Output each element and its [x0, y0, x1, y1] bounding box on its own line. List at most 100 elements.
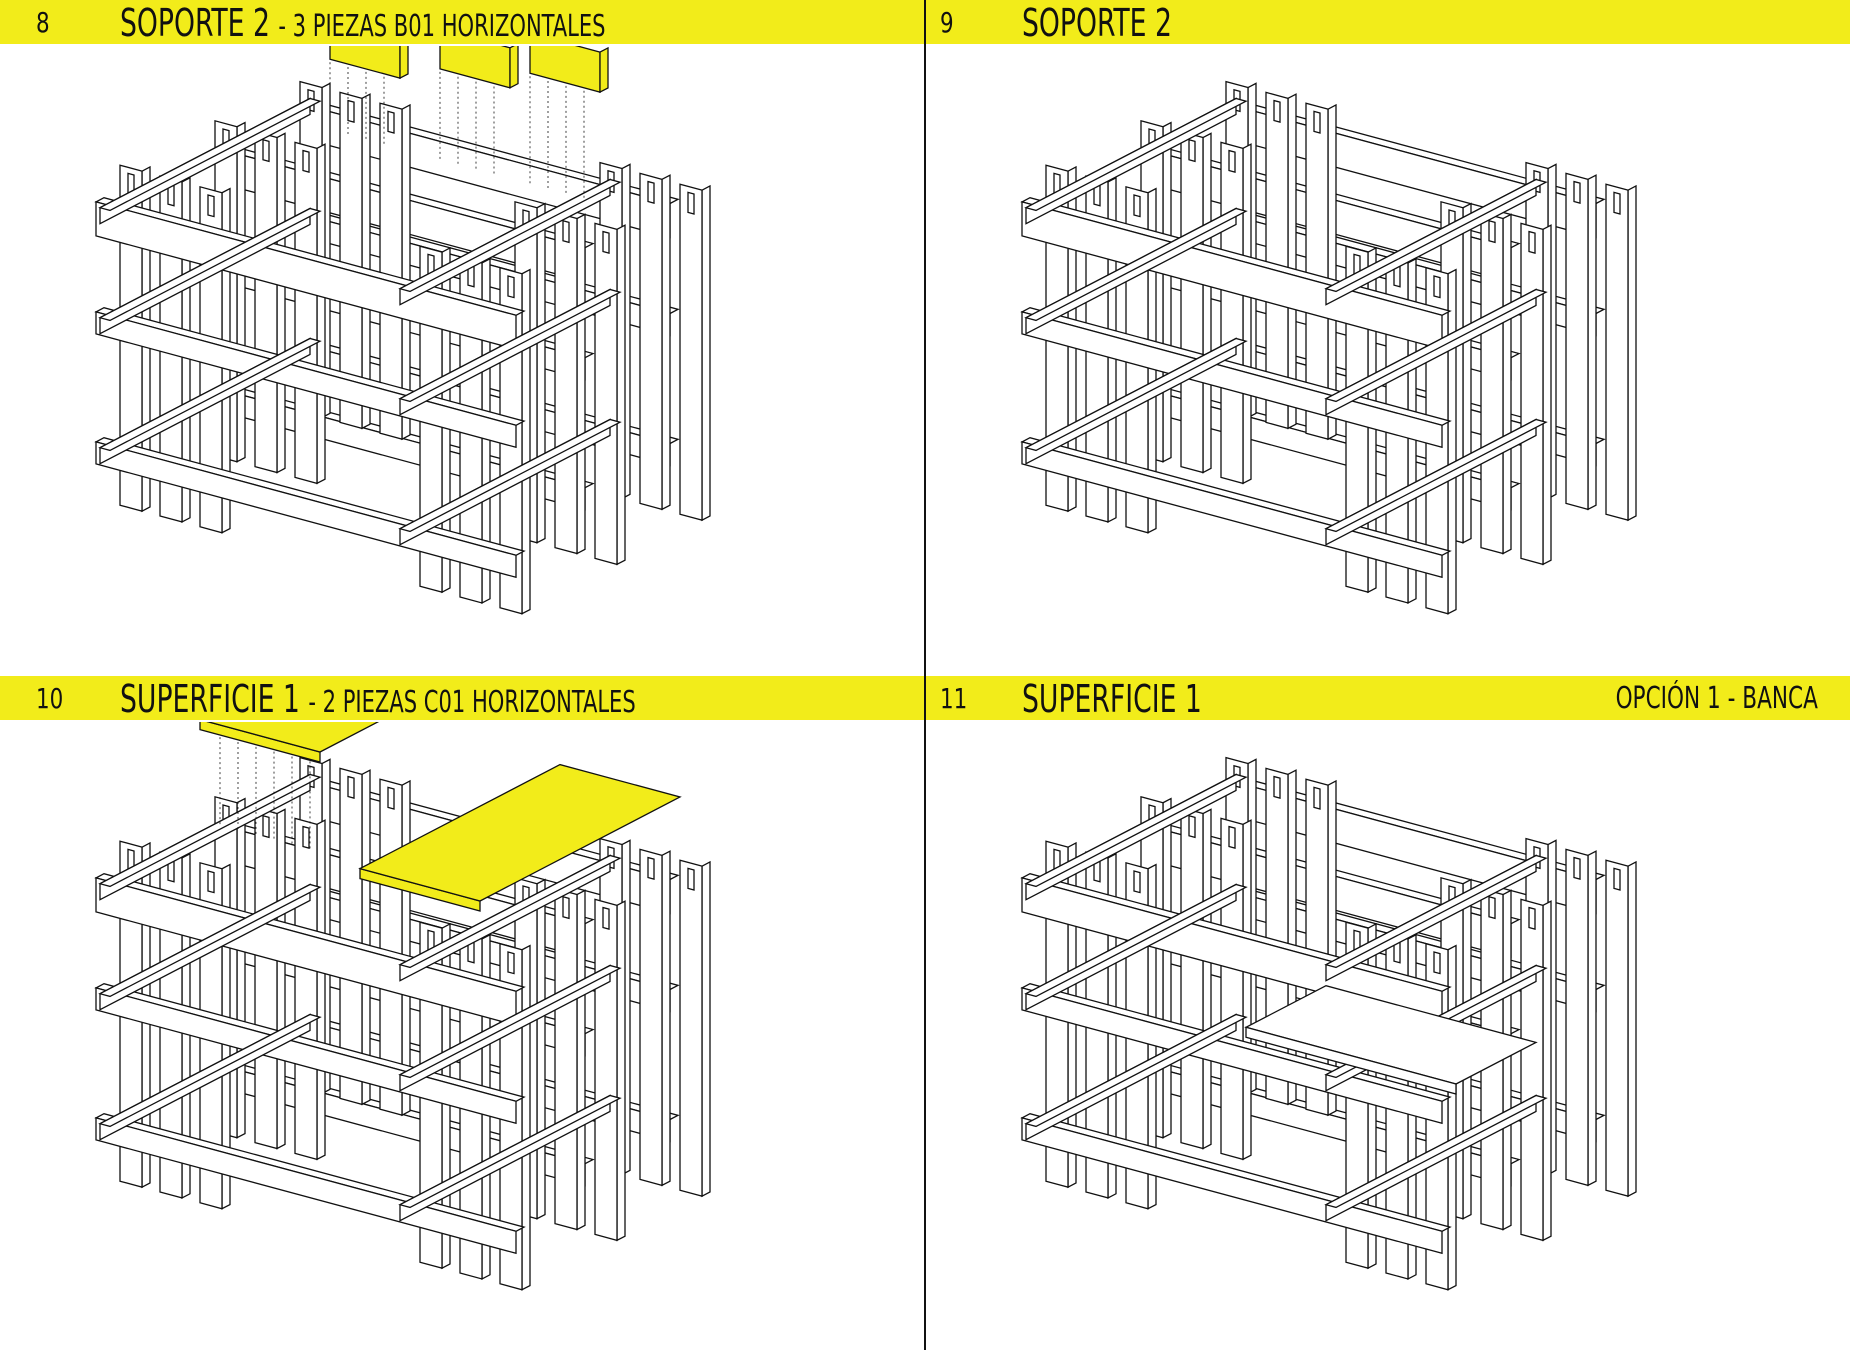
post	[1220, 141, 1244, 485]
cross-beam-top	[398, 418, 622, 533]
post-side	[1202, 132, 1212, 474]
post-slot	[1433, 275, 1441, 299]
post-slot	[1273, 99, 1281, 124]
cross-beam-top	[98, 207, 322, 322]
post-side	[1242, 819, 1252, 1161]
post	[1180, 806, 1204, 1150]
post-slot	[1488, 895, 1496, 920]
plate-b01-side	[599, 46, 609, 94]
post-slot	[1228, 149, 1236, 174]
plate-b01-side	[399, 46, 409, 80]
step-title-text: SOPORTE 2	[120, 1, 270, 45]
post-slot	[602, 230, 610, 255]
step-title: SOPORTE 2 - 3 PIEZAS B01 HORIZONTALES	[120, 0, 606, 45]
post	[339, 91, 363, 430]
cross-beam-top	[1324, 288, 1548, 403]
cross-beam-top	[398, 1094, 622, 1209]
post-slot	[1573, 856, 1581, 881]
step-number: 10	[36, 682, 64, 715]
post	[1520, 898, 1544, 1242]
long-beam	[1021, 311, 1443, 449]
post-slot	[1133, 194, 1141, 218]
post	[294, 141, 318, 485]
post	[1565, 848, 1589, 1187]
cross-beam-top	[1024, 337, 1248, 452]
post-slot	[647, 180, 655, 205]
post-slot	[1528, 906, 1536, 931]
post	[1220, 817, 1244, 1161]
post-side	[316, 819, 326, 1161]
post	[339, 767, 363, 1106]
plate-b01	[529, 46, 601, 93]
option-label: OPCIÓN 1 - BANCA	[1615, 681, 1818, 716]
post-side	[701, 860, 711, 1198]
post-side	[276, 132, 286, 474]
post-slot	[347, 775, 355, 800]
post	[1520, 222, 1544, 566]
post-slot	[1433, 951, 1441, 975]
post	[1565, 172, 1589, 511]
post-side	[1162, 797, 1172, 1139]
post-side	[661, 850, 671, 1187]
post-slot	[647, 856, 655, 881]
post	[1180, 130, 1204, 474]
post-slot	[1573, 180, 1581, 205]
post-side	[1202, 808, 1212, 1150]
post	[554, 887, 578, 1231]
assembly-diagram-step-9	[1020, 80, 1637, 615]
assembly-diagram-step-11	[1020, 756, 1637, 1291]
cross-beam-top	[398, 178, 622, 293]
post-side	[1462, 202, 1472, 544]
post-side	[236, 121, 246, 463]
cross-beam-top	[1024, 97, 1248, 212]
long-beam	[1021, 1117, 1443, 1255]
cross-beam-top	[98, 337, 322, 452]
post-side	[616, 900, 626, 1242]
post-slot	[207, 870, 215, 894]
cross-beam-top	[1324, 854, 1548, 969]
post-side	[276, 808, 286, 1150]
cross-beam-top	[98, 773, 322, 888]
step-subtitle: - 2 PIEZAS C01 HORIZONTALES	[308, 685, 636, 720]
post-slot	[1273, 775, 1281, 800]
post-slot	[387, 110, 395, 134]
post-slot	[302, 825, 310, 850]
post	[639, 848, 663, 1187]
post-slot	[1228, 825, 1236, 850]
step-title: SUPERFICIE 1 - 2 PIEZAS C01 HORIZONTALES	[120, 676, 636, 721]
post	[379, 102, 403, 440]
post-side	[1502, 889, 1512, 1231]
step-title: SOPORTE 2	[1022, 1, 1172, 45]
post	[1605, 183, 1629, 521]
post-slot	[1613, 191, 1621, 215]
post-slot	[562, 219, 570, 244]
step-number: 11	[940, 682, 968, 715]
post-slot	[602, 906, 610, 931]
post-slot	[1133, 870, 1141, 894]
post-slot	[1528, 230, 1536, 255]
step-title-text: SUPERFICIE 1	[120, 677, 300, 721]
post-side	[316, 143, 326, 485]
post-side	[236, 797, 246, 1139]
panel-divider	[924, 0, 926, 1350]
post	[1480, 211, 1504, 555]
post-side	[576, 889, 586, 1231]
post-slot	[507, 275, 515, 299]
post-slot	[1488, 219, 1496, 244]
post-slot	[1613, 867, 1621, 891]
post	[1305, 102, 1329, 440]
long-beam	[95, 1117, 517, 1255]
post-slot	[347, 99, 355, 124]
cross-beam-top	[1324, 178, 1548, 293]
post	[254, 806, 278, 1150]
post-side	[1587, 850, 1597, 1187]
post-side	[1242, 143, 1252, 485]
post-side	[1447, 268, 1457, 615]
long-beam	[95, 987, 517, 1125]
cross-beam-top	[398, 288, 622, 403]
post-slot	[387, 786, 395, 810]
cross-beam-top	[1324, 1094, 1548, 1209]
plank-c01	[358, 763, 682, 902]
post-side	[1627, 184, 1637, 522]
plate-b01	[329, 46, 401, 79]
